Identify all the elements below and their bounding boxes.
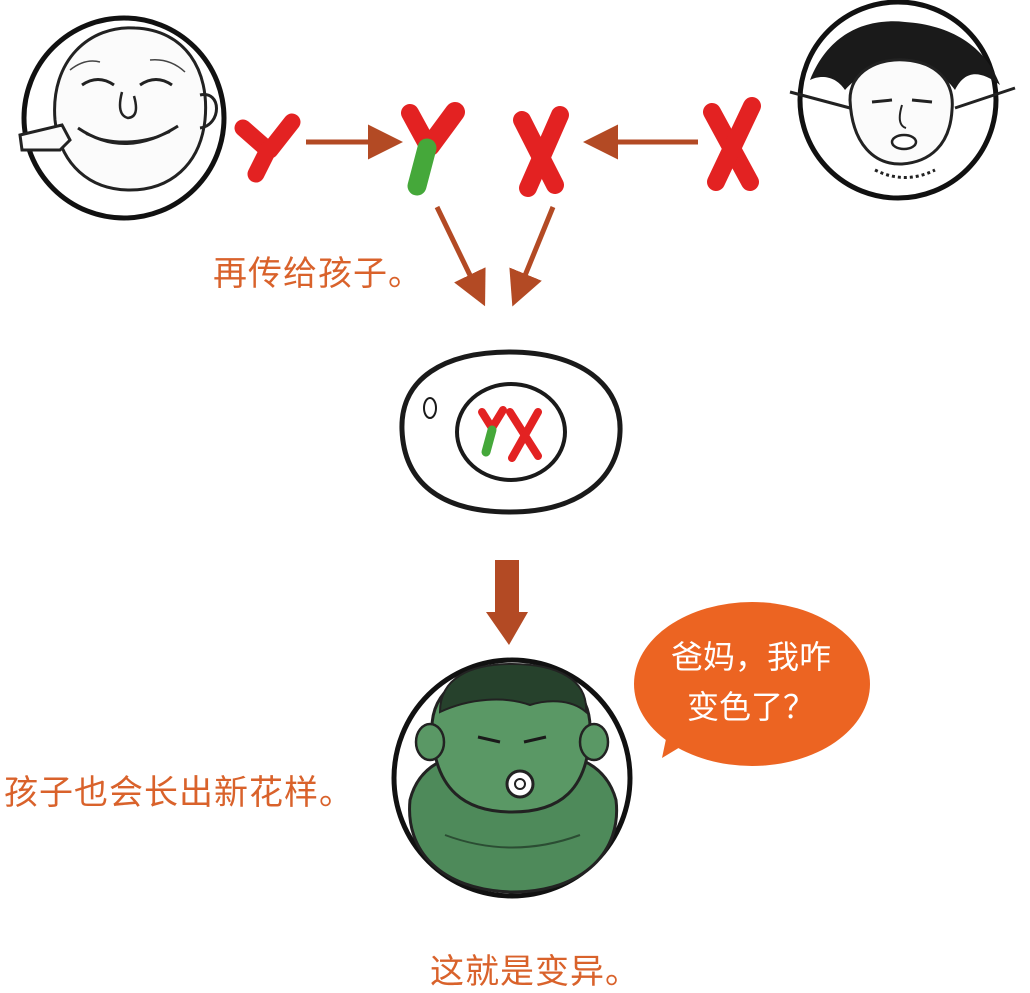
father-face-icon xyxy=(18,15,227,221)
mother-x-chromosome-icon xyxy=(703,97,761,191)
down-arrow xyxy=(486,560,528,645)
x-chromosome-icon xyxy=(513,106,569,197)
speech-bubble-line-2: 变色了？ xyxy=(686,688,815,726)
arrow-x-to-egg xyxy=(509,206,556,307)
caption-pass-to-child: 再传给孩子。 xyxy=(213,254,423,294)
father-y-chromosome-icon xyxy=(234,113,301,183)
arrow-y-to-egg xyxy=(434,205,486,307)
mutated-y-chromosome-icon xyxy=(401,102,465,196)
speech-bubble-line-1: 爸妈，我咋 xyxy=(670,638,831,676)
green-child-icon xyxy=(391,657,633,899)
caption-child-new-pattern: 孩子也会长出新花样。 xyxy=(4,773,354,813)
speech-bubble xyxy=(634,602,870,766)
mother-face-icon xyxy=(789,0,1016,201)
speech-bubble-text: 爸妈，我咋 变色了？ xyxy=(646,632,856,732)
caption-this-is-mutation: 这就是变异。 xyxy=(430,952,640,992)
egg-cell-icon xyxy=(399,349,623,515)
